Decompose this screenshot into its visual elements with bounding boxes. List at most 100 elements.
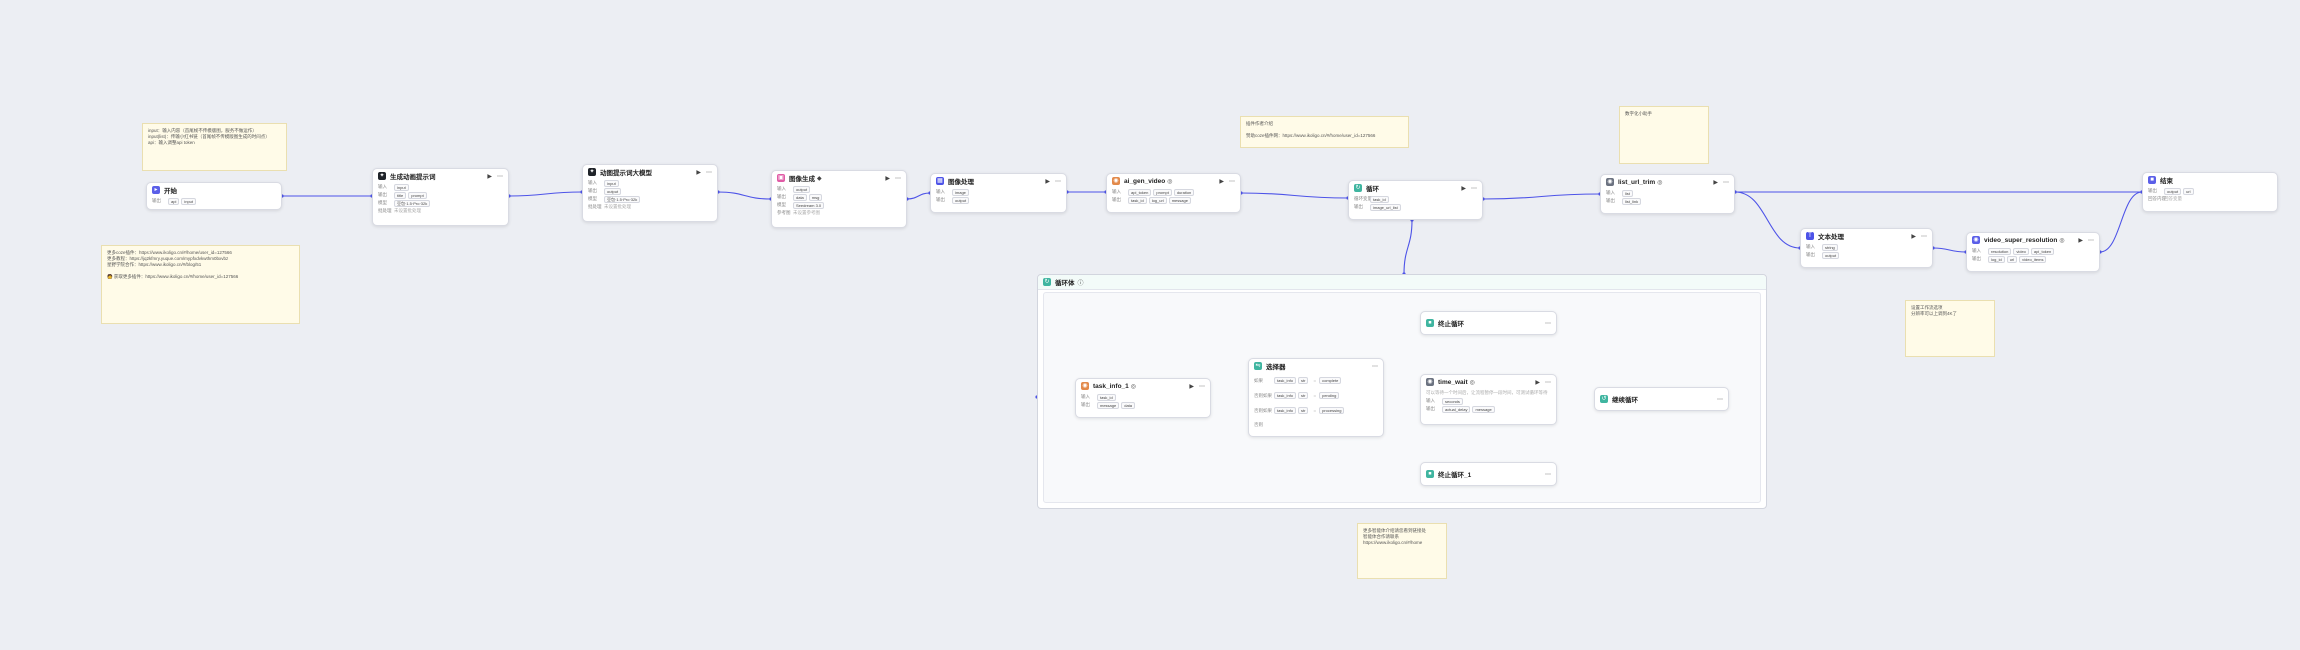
right-note[interactable]: 设置工作流选项 分辨率可以上调到4K了: [1905, 300, 1995, 357]
row-label: 参考图: [777, 210, 791, 215]
node-time-wait[interactable]: ◉time_wait◎▶⋯ 可以等待一个时间后，让流程暂停一段时间，可测试循环等…: [1420, 374, 1557, 425]
tag: message: [1472, 405, 1495, 413]
tag: actual_delay: [1442, 405, 1471, 413]
node-break-loop[interactable]: ⏹终止循环⋯: [1420, 311, 1557, 335]
run-icon[interactable]: ▶: [1045, 178, 1050, 185]
run-icon[interactable]: ▶: [1219, 178, 1224, 185]
run-icon[interactable]: ▶: [885, 175, 890, 182]
row-label: 输入: [1606, 190, 1615, 195]
node-break-loop-1[interactable]: ⏹终止循环_1⋯: [1420, 462, 1557, 486]
tag: log_url: [1148, 196, 1167, 204]
edge: [508, 191, 583, 197]
break-icon: ⏹: [1426, 470, 1434, 478]
more-icon[interactable]: ⋯: [1545, 320, 1551, 327]
more-icon[interactable]: ⋯: [1723, 179, 1729, 186]
row-label: 输入: [378, 184, 387, 189]
note-line: 插件作者介绍: [1246, 121, 1273, 126]
row-label: 否则如果: [1254, 392, 1272, 398]
condition-icon: ⇋: [1254, 362, 1262, 370]
operator: =: [1313, 393, 1317, 398]
plugin-note[interactable]: 插件作者介绍 赞助coze插件网：https://www.ikoligo.cn/…: [1240, 116, 1409, 148]
edge: [1734, 191, 1801, 249]
tag: prompt: [408, 191, 427, 199]
more-icon[interactable]: ⋯: [895, 175, 901, 182]
more-icon[interactable]: ⋯: [1471, 185, 1477, 192]
tag: string: [1822, 243, 1838, 251]
info-icon[interactable]: ⓘ: [1077, 280, 1084, 287]
more-icon[interactable]: ⋯: [2088, 237, 2094, 244]
row-label: 输出: [1354, 204, 1363, 209]
row-label: 输入: [936, 189, 945, 194]
row-label: 输入: [1806, 244, 1815, 249]
node-title: 选择器: [1266, 364, 1286, 371]
row-label: 模型: [588, 196, 597, 201]
node-continue-loop[interactable]: ↺继续循环⋯: [1594, 387, 1729, 411]
row-label: 输出: [2148, 188, 2157, 193]
top-right-note[interactable]: 数字化小助手: [1619, 106, 1709, 164]
row-label: 输出: [1426, 406, 1435, 411]
tag: output: [604, 187, 622, 195]
row-text: 未设置批处理: [394, 208, 421, 213]
input-note[interactable]: input：输入内容（首尾帧不传模版图，服务不做运作） input(list)：…: [142, 123, 287, 171]
tag: task_id: [1097, 393, 1116, 401]
more-icon[interactable]: ⋯: [706, 169, 712, 176]
plugin-icon: ◉: [1426, 378, 1434, 386]
run-icon[interactable]: ▶: [1911, 233, 1916, 240]
run-icon[interactable]: ▶: [696, 169, 701, 176]
more-icon[interactable]: ⋯: [497, 173, 503, 180]
row-text: 未设置批处理: [604, 204, 631, 209]
image-proc-icon: ▦: [936, 177, 944, 185]
more-icon[interactable]: ⋯: [1372, 363, 1378, 370]
row-label: 否则如果: [1254, 407, 1272, 413]
row-label: 模型: [777, 202, 786, 207]
tag: data: [1121, 401, 1136, 409]
more-icon[interactable]: ⋯: [1545, 379, 1551, 386]
node-title: 继续循环: [1612, 397, 1638, 404]
author-note[interactable]: 更多coze插件：https://www.ikoligo.cn/#/home/u…: [101, 245, 300, 324]
tag: video: [2013, 247, 2029, 255]
node-title: 循环: [1366, 186, 1379, 193]
more-icon[interactable]: ⋯: [1921, 233, 1927, 240]
run-icon[interactable]: ▶: [2078, 237, 2083, 244]
run-icon[interactable]: ▶: [1535, 379, 1540, 386]
more-icon[interactable]: ⋯: [1229, 178, 1235, 185]
loop-icon: ↻: [1354, 184, 1362, 192]
tag: output: [793, 185, 811, 193]
run-icon[interactable]: ▶: [1713, 179, 1718, 186]
run-icon[interactable]: ▶: [1461, 185, 1466, 192]
run-icon[interactable]: ▶: [487, 173, 492, 180]
tag: task_info: [1274, 407, 1297, 414]
row-label: 输出: [152, 198, 161, 203]
tag: duration: [1173, 188, 1195, 196]
tag: task_info: [1274, 392, 1297, 399]
badge-icon: ◎: [2059, 237, 2065, 244]
note-line: input：输入内容（首尾帧不传模版图，服务不做运作）: [148, 128, 257, 133]
tag: output: [1822, 251, 1840, 259]
row-text: 未设置参考图: [793, 210, 820, 215]
tag: input: [394, 183, 409, 191]
more-icon[interactable]: ⋯: [1545, 471, 1551, 478]
run-icon[interactable]: ▶: [1189, 383, 1194, 390]
bottom-note[interactable]: 更多智能体介绍请您看到链接处 智能体合作请联系 https://www.ikol…: [1357, 523, 1447, 579]
more-icon[interactable]: ⋯: [1055, 178, 1061, 185]
more-icon[interactable]: ⋯: [1717, 396, 1723, 403]
edge: [717, 191, 772, 200]
badge-icon: ◎: [1167, 178, 1173, 185]
edge: [2099, 191, 2143, 253]
more-icon[interactable]: ⋯: [1199, 383, 1205, 390]
tag: processing: [1319, 407, 1345, 414]
